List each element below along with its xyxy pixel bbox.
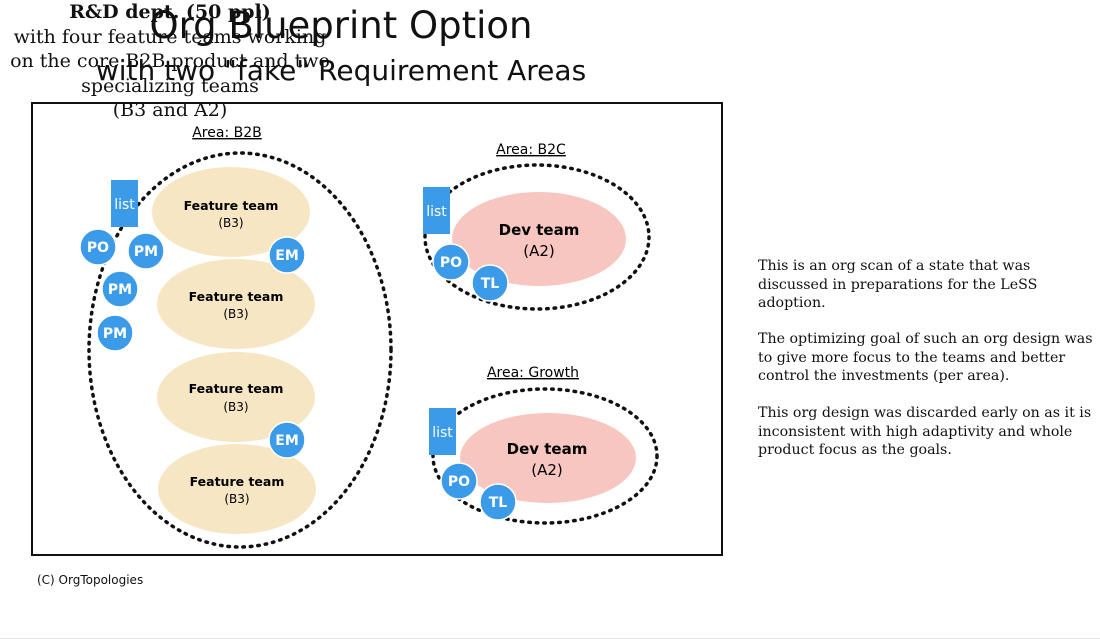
feature-team-name: Feature team [184,198,279,213]
role-tl: TL [471,264,509,302]
role-pm: PM [127,232,165,270]
role-em: EM [268,236,306,274]
feature-team-code: (B3) [223,400,248,414]
role-circle [79,228,117,266]
feature-team-4: Feature team (B3) [158,444,316,534]
role-label: PO [440,255,462,271]
sidebar-paragraph-3: This org design was discarded early on a… [758,405,1092,458]
role-label: PM [108,282,132,298]
role-em: EM [268,421,306,459]
sidebar-paragraph-1: This is an org scan of a state that was … [758,258,1038,311]
role-label: EM [275,433,299,449]
area-b2c: Area: B2C Dev team (A2) list PO TL [423,142,651,311]
feature-team-1: Feature team (B3) [152,167,310,257]
role-circle [101,270,139,308]
feature-team-code: (B3) [218,216,243,230]
role-po: PO [440,462,478,500]
role-circle [471,264,509,302]
area-b2b-boundary [87,151,393,549]
feature-team-name: Feature team [189,289,284,304]
dev-team-code: (A2) [523,242,555,260]
role-po: PO [432,243,470,281]
growth-backlog-list: list [429,408,456,455]
area-b2c-label: Area: B2C [496,142,566,158]
area-b2b: Area: B2B Feature team (B3) Feature team… [79,125,393,549]
dev-team-code: (A2) [531,461,563,479]
role-label: PO [448,474,470,490]
role-label: PM [134,244,158,260]
area-growth-label: Area: Growth [487,365,579,381]
backlog-list-label: list [426,204,447,220]
feature-team-name: Feature team [190,474,285,489]
role-tl: TL [479,483,517,521]
role-circle [268,421,306,459]
feature-team-shape [157,259,315,349]
backlog-list-shape [423,187,450,234]
b2b-backlog-list: list [111,180,138,227]
page-title: Org Blueprint Option [149,4,533,47]
dev-team-name: Dev team [507,440,588,458]
role-label: PO [87,240,109,256]
area-b2b-label: Area: B2B [192,125,262,141]
area-growth: Area: Growth Dev team (A2) list PO TL [429,365,659,525]
feature-team-2: Feature team (B3) [157,259,315,349]
role-label: PM [103,326,127,342]
area-growth-boundary [431,387,659,525]
area-b2c-boundary [423,163,651,311]
role-circle [479,483,517,521]
role-circle [127,232,165,270]
bottom-divider [0,638,1100,639]
role-circle [268,236,306,274]
feature-team-shape [157,352,315,442]
feature-team-name: Feature team [189,381,284,396]
sidebar-heading-line: with four feature teams working [13,25,327,48]
dev-team-name: Dev team [499,221,580,239]
backlog-list-label: list [432,425,453,441]
backlog-list-shape [111,180,138,227]
sidebar-heading: R&D dept. (50 ppl) with four feature tea… [0,0,340,123]
diagram-frame [31,102,723,556]
page-subtitle: with two "fake" Requirement Areas [95,54,587,87]
role-pm: PM [101,270,139,308]
feature-team-shape [152,167,310,257]
backlog-list-shape [429,408,456,455]
sidebar-heading-line: (B3 and A2) [112,99,228,121]
sidebar-paragraph-2: The optimizing goal of such an org desig… [758,331,1093,384]
feature-team-code: (B3) [223,307,248,321]
role-label: TL [481,276,500,292]
sidebar-heading-bold: R&D dept. (50 ppl) [69,1,271,23]
sidebar-heading-line: on the core B2B product and two [10,50,330,72]
role-po: PO [79,228,117,266]
sidebar-heading-line: specializing teams [81,74,259,97]
copyright-notice: (C) OrgTopologies [37,573,144,587]
feature-team-shape [158,444,316,534]
feature-team-code: (B3) [224,492,249,506]
dev-team-shape [460,413,636,503]
backlog-list-label: list [114,197,135,213]
b2c-backlog-list: list [423,187,450,234]
role-pm: PM [96,314,134,352]
role-circle [440,462,478,500]
dev-team-b2c: Dev team (A2) [452,192,626,286]
role-circle [96,314,134,352]
dev-team-shape [452,192,626,286]
role-label: EM [275,248,299,264]
role-label: TL [489,495,508,511]
role-circle [432,243,470,281]
dev-team-growth: Dev team (A2) [460,413,636,503]
feature-team-3: Feature team (B3) [157,352,315,442]
